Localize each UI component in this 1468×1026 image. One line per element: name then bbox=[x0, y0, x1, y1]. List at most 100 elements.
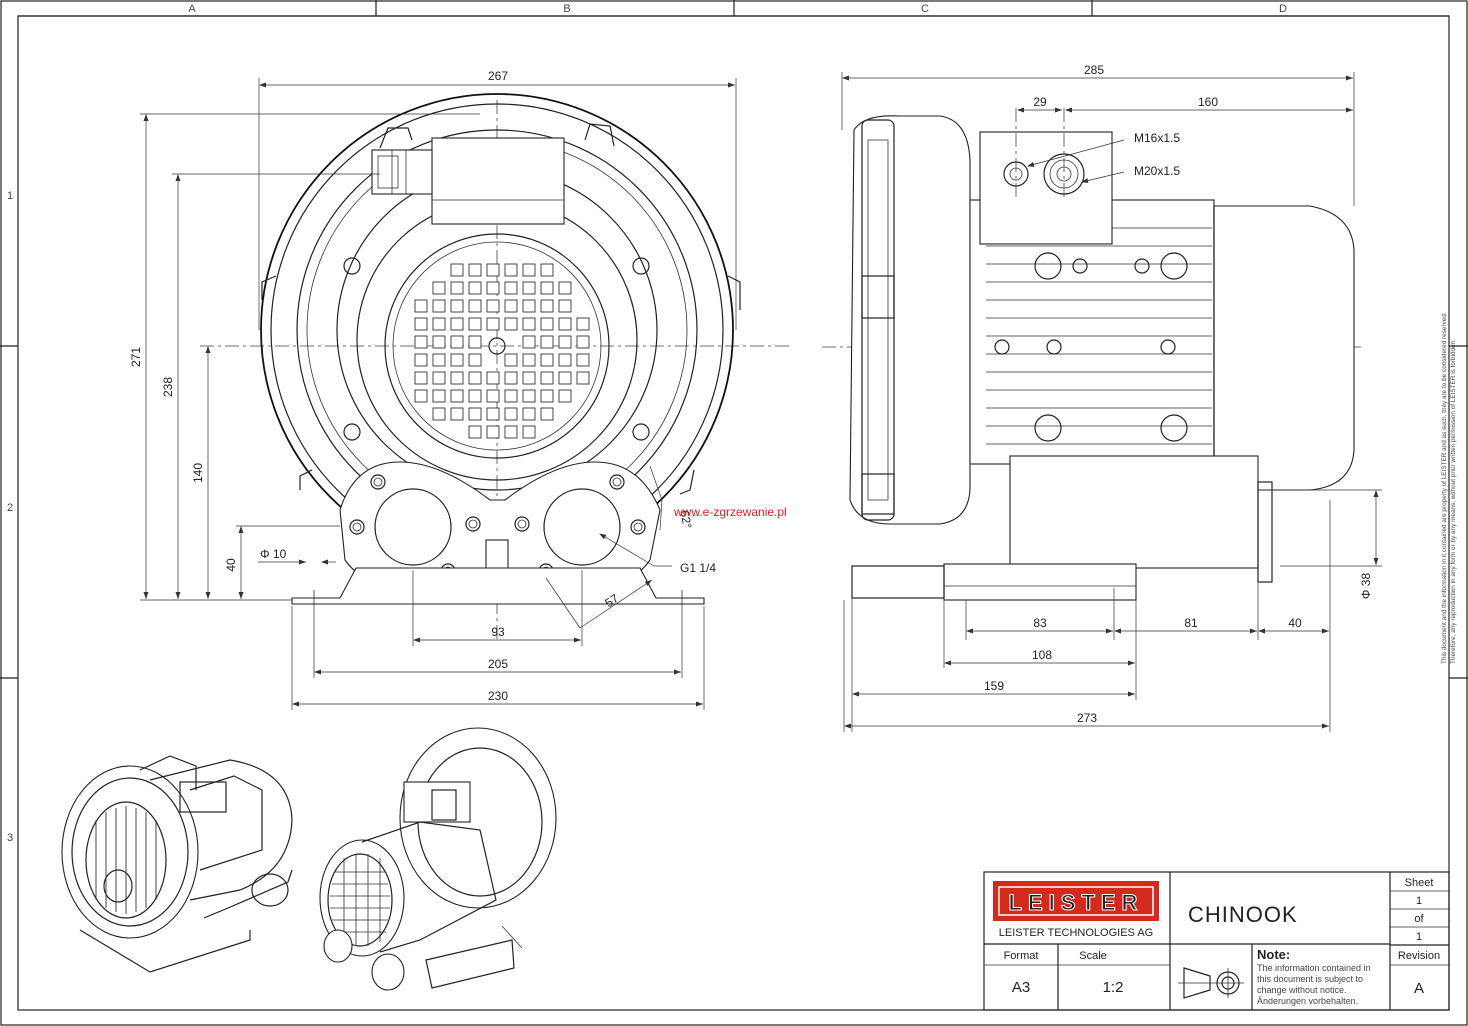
dim-side-38: Φ 38 bbox=[1359, 573, 1373, 600]
zone-row-1: 1 bbox=[7, 190, 13, 202]
dim-front-205: 205 bbox=[488, 657, 508, 671]
fan-grille bbox=[414, 263, 590, 439]
dim-front-foot-40: 40 bbox=[224, 558, 238, 572]
grille-slot bbox=[414, 335, 428, 349]
grille-slot bbox=[486, 263, 500, 277]
grille-slot bbox=[540, 263, 554, 277]
grille-slot bbox=[576, 335, 590, 349]
grille-slot bbox=[540, 317, 554, 331]
grille-slot bbox=[468, 353, 482, 367]
copyright-line-2: Therefore, any reproduction in any form … bbox=[1450, 339, 1457, 664]
grille-slot bbox=[450, 353, 464, 367]
grille-slot bbox=[414, 389, 428, 403]
zone-row-2: 2 bbox=[7, 502, 13, 514]
grille-slot bbox=[432, 299, 446, 313]
grille-slot bbox=[540, 335, 554, 349]
grille-slot bbox=[522, 389, 536, 403]
logo-text: LEISTER bbox=[1009, 890, 1144, 915]
grille-slot bbox=[414, 371, 428, 385]
grille-slot bbox=[432, 389, 446, 403]
grille-slot bbox=[558, 353, 572, 367]
grille-slot bbox=[522, 281, 536, 295]
grille-slot bbox=[468, 425, 482, 439]
grille-slot bbox=[450, 371, 464, 385]
grille-slot bbox=[558, 299, 572, 313]
grille-slot bbox=[576, 353, 590, 367]
grille-slot bbox=[468, 317, 482, 331]
grille-slot bbox=[432, 371, 446, 385]
dim-side-81: 81 bbox=[1184, 616, 1198, 630]
dim-front-230: 230 bbox=[488, 689, 508, 703]
grille-slot bbox=[504, 299, 518, 313]
dim-side-83: 83 bbox=[1033, 616, 1047, 630]
grille-slot bbox=[522, 371, 536, 385]
dim-side-273: 273 bbox=[1077, 711, 1097, 725]
zone-col-d: D bbox=[1279, 3, 1287, 15]
zone-col-c: C bbox=[921, 3, 929, 15]
zone-row-3: 3 bbox=[7, 832, 13, 844]
dim-side-159: 159 bbox=[984, 679, 1004, 693]
grille-slot bbox=[522, 425, 536, 439]
dim-front-hole: Φ 10 bbox=[260, 547, 287, 561]
grille-slot bbox=[432, 281, 446, 295]
revision-value: A bbox=[1414, 980, 1424, 997]
grille-slot bbox=[468, 389, 482, 403]
dim-front-93: 93 bbox=[491, 625, 505, 639]
projection-symbol-icon bbox=[1178, 967, 1244, 999]
grille-slot bbox=[504, 353, 518, 367]
grille-slot bbox=[414, 317, 428, 331]
grille-slot bbox=[558, 281, 572, 295]
grille-slot bbox=[450, 335, 464, 349]
format-label: Format bbox=[1004, 950, 1039, 962]
grille-slot bbox=[522, 335, 536, 349]
dim-front-height-271: 271 bbox=[129, 347, 143, 367]
product-name: CHINOOK bbox=[1188, 902, 1298, 927]
grille-slot bbox=[486, 389, 500, 403]
grille-slot bbox=[414, 299, 428, 313]
grille-slot bbox=[504, 389, 518, 403]
dim-front-thread: G1 1/4 bbox=[680, 561, 716, 575]
grille-slot bbox=[432, 407, 446, 421]
dim-side-160: 160 bbox=[1198, 95, 1218, 109]
grille-slot bbox=[468, 407, 482, 421]
grille-slot bbox=[576, 371, 590, 385]
dim-side-29: 29 bbox=[1033, 95, 1047, 109]
grille-slot bbox=[450, 263, 464, 277]
grille-slot bbox=[468, 371, 482, 385]
grille-slot bbox=[558, 389, 572, 403]
grille-slot bbox=[468, 263, 482, 277]
grille-slot bbox=[540, 299, 554, 313]
sheet-total: 1 bbox=[1416, 931, 1422, 943]
title-block: LEISTER LEISTER TECHNOLOGIES AG CHINOOK … bbox=[983, 871, 1450, 1011]
grille-slot bbox=[504, 263, 518, 277]
grille-slot bbox=[414, 353, 428, 367]
sheet-number: 1 bbox=[1416, 895, 1422, 907]
grille-slot bbox=[558, 335, 572, 349]
grille-slot bbox=[540, 281, 554, 295]
of-label: of bbox=[1414, 913, 1424, 925]
front-view: 267 271 238 140 40 Φ 10 93 205 230 57 62 bbox=[129, 69, 790, 710]
sheet-label: Sheet bbox=[1405, 877, 1434, 889]
company-name: LEISTER TECHNOLOGIES AG bbox=[999, 927, 1153, 939]
isometric-view-rear bbox=[319, 727, 557, 991]
grille-slot bbox=[540, 353, 554, 367]
dim-side-m20: M20x1.5 bbox=[1134, 164, 1180, 178]
dim-front-angle: 62° bbox=[677, 509, 694, 530]
zone-col-a: A bbox=[188, 3, 196, 15]
grille-slot bbox=[540, 407, 554, 421]
note-label: Note: bbox=[1257, 947, 1290, 962]
grille-slot bbox=[504, 425, 518, 439]
grille-slot bbox=[486, 425, 500, 439]
grille-slot bbox=[450, 281, 464, 295]
grille-slot bbox=[522, 263, 536, 277]
grille-slot bbox=[540, 371, 554, 385]
scale-label: Scale bbox=[1079, 950, 1107, 962]
grille-slot bbox=[504, 281, 518, 295]
grille-slot bbox=[450, 389, 464, 403]
grille-slot bbox=[522, 407, 536, 421]
grille-slot bbox=[558, 317, 572, 331]
dim-side-40: 40 bbox=[1288, 616, 1302, 630]
scale-value: 1:2 bbox=[1103, 979, 1124, 996]
